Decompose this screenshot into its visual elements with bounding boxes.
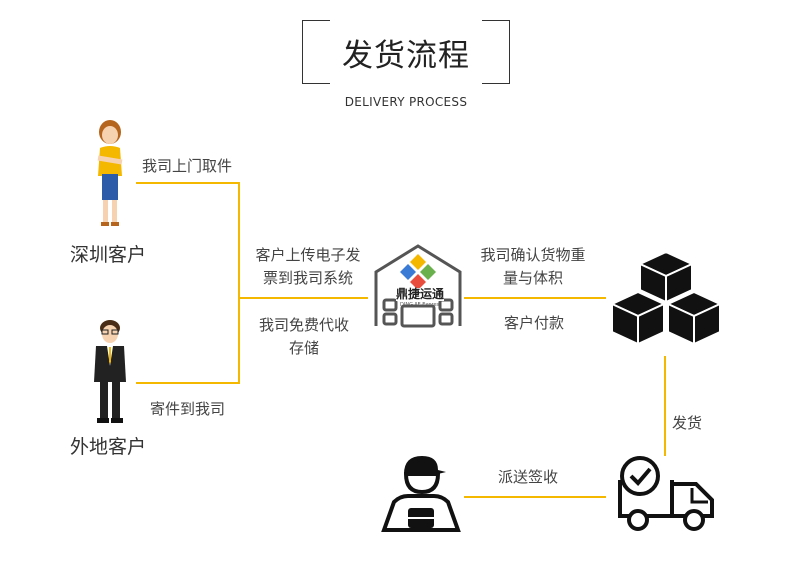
page-subtitle: DELIVERY PROCESS: [344, 95, 468, 109]
connector-vertical: [238, 182, 240, 384]
page-title: 发货流程: [342, 37, 470, 74]
connector-to-boxes: [464, 297, 606, 299]
connector-mail-h: [136, 382, 240, 384]
label-payment: 客户付款: [504, 314, 565, 332]
title-frame: 发货流程: [302, 20, 510, 84]
warehouse-icon: [374, 244, 462, 328]
courier-icon: [381, 456, 461, 532]
connector-pickup-h: [136, 182, 240, 184]
label-shenzhen-customer: 深圳客户: [70, 244, 147, 266]
title-frame-lines: [302, 20, 510, 84]
label-mail-to-us: 寄件到我司: [150, 400, 226, 418]
delivery-truck-icon: [618, 456, 714, 531]
label-deliver: 派送签收: [498, 468, 559, 486]
label-ship: 发货: [672, 414, 703, 432]
logo-name: 鼎捷运通: [396, 287, 445, 301]
woman-customer-icon: [97, 120, 123, 226]
man-customer-icon: [94, 320, 126, 423]
label-confirm-weight: 我司确认货物重量与体积: [480, 246, 586, 287]
boxes-icon: [611, 251, 721, 345]
label-pickup: 我司上门取件: [142, 157, 233, 175]
connector-to-warehouse: [238, 297, 368, 299]
label-free-storage: 我司免费代收存储: [258, 316, 349, 357]
logo-subtext: DING JIE Express: [400, 302, 442, 308]
connector-boxes-to-truck: [664, 356, 666, 456]
label-upload-invoice: 客户上传电子发票到我司系统: [255, 246, 361, 287]
label-outside-customer: 外地客户: [70, 436, 147, 458]
connector-truck-to-courier: [464, 496, 606, 498]
